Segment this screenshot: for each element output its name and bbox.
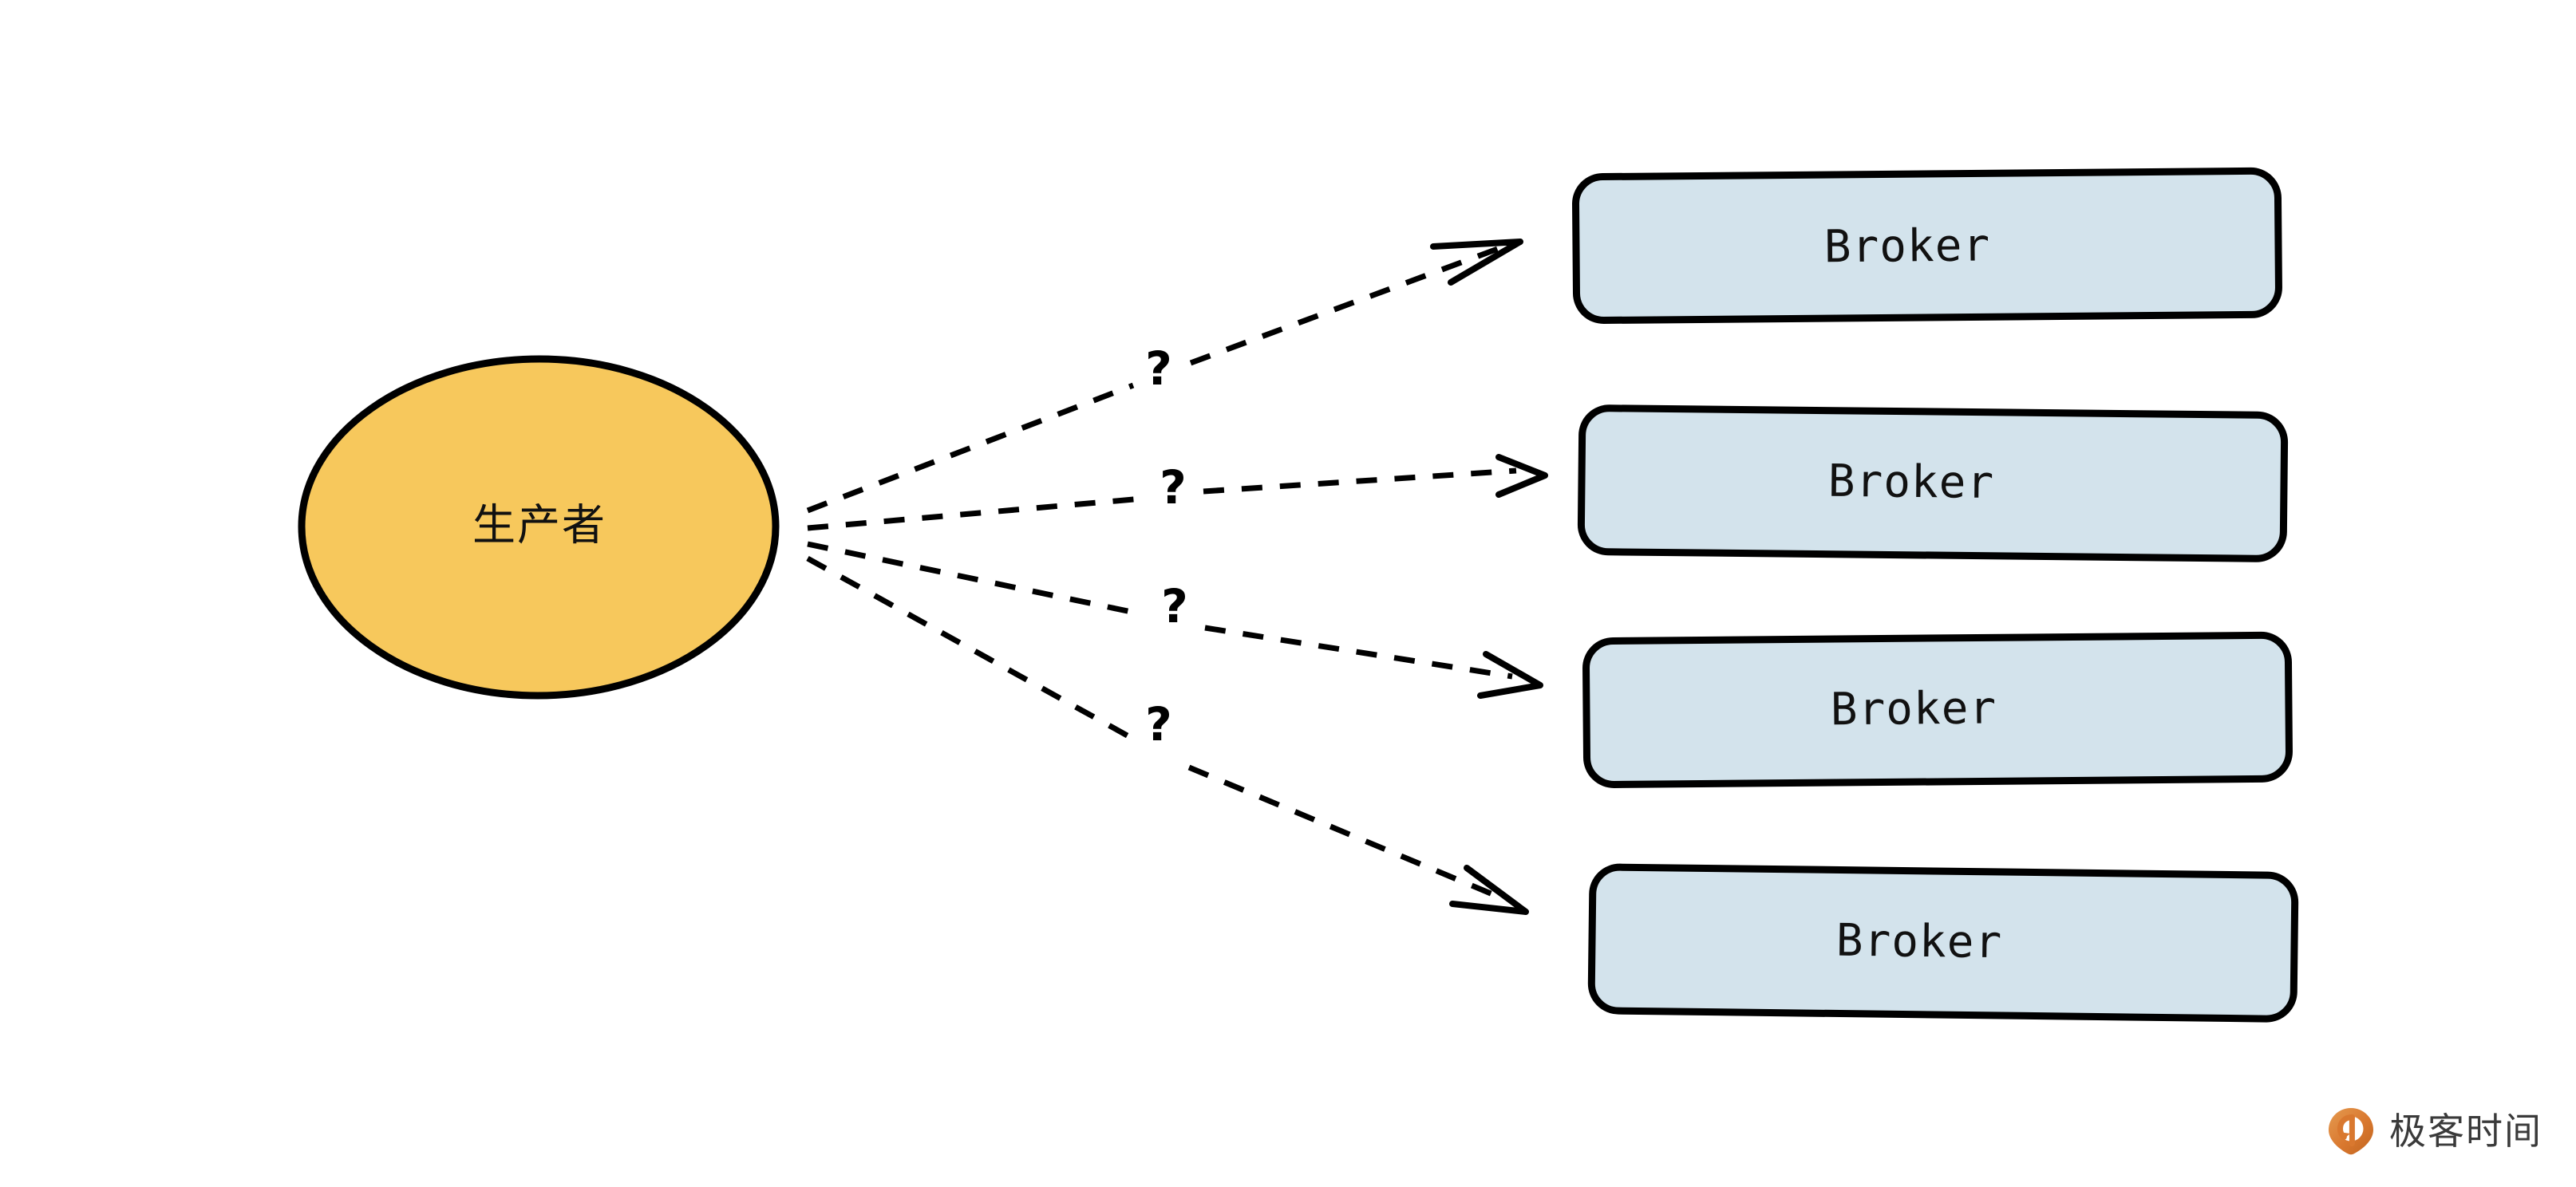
node-broker-4[interactable]: Broker	[1587, 863, 2299, 1023]
edge-3-label: ?	[1161, 579, 1188, 633]
edge-2-line-right	[1203, 467, 1517, 495]
edge-2-label: ?	[1160, 460, 1187, 515]
watermark-text: 极客时间	[2389, 1110, 2542, 1153]
edge-3-line-left	[807, 541, 1144, 617]
node-producer[interactable]: 生产者	[298, 355, 780, 700]
edge-producer-to-broker-2: ?	[807, 454, 1548, 531]
edge-1-line-right	[1189, 244, 1503, 366]
edge-1-label: ?	[1145, 341, 1172, 396]
edge-1-arrowhead	[1430, 239, 1523, 286]
edge-4-line-left	[806, 555, 1133, 741]
broker-2-shape	[1577, 404, 2289, 562]
geektime-logo-icon	[2325, 1106, 2376, 1157]
edge-4-line-right	[1187, 764, 1502, 901]
broker-1-shape	[1572, 167, 2282, 325]
node-broker-1[interactable]: Broker	[1572, 167, 2282, 325]
edge-4-arrowhead	[1449, 865, 1529, 915]
watermark: 极客时间	[2325, 1106, 2542, 1157]
broker-3-shape	[1582, 631, 2293, 788]
broker-2-label: Broker	[1828, 455, 1995, 509]
broker-4-shape	[1587, 863, 2299, 1023]
edge-producer-to-broker-3: ?	[807, 541, 1543, 699]
edge-1-line-left	[806, 382, 1135, 514]
broker-3-label: Broker	[1831, 682, 1997, 735]
node-broker-2[interactable]: Broker	[1577, 404, 2289, 562]
edge-3-line-right	[1204, 625, 1513, 680]
producer-label: 生产者	[472, 500, 606, 550]
edge-2-arrowhead	[1495, 454, 1548, 498]
node-broker-3[interactable]: Broker	[1582, 631, 2293, 788]
edge-2-line-left	[807, 495, 1144, 531]
edge-3-arrowhead	[1477, 651, 1543, 699]
broker-4-label: Broker	[1835, 915, 2002, 969]
edge-4-label: ?	[1145, 697, 1172, 751]
edge-producer-to-broker-4: ?	[806, 555, 1529, 915]
producer-ellipse-shape	[298, 355, 780, 700]
broker-1-label: Broker	[1824, 219, 1991, 273]
edge-producer-to-broker-1: ?	[806, 239, 1523, 514]
